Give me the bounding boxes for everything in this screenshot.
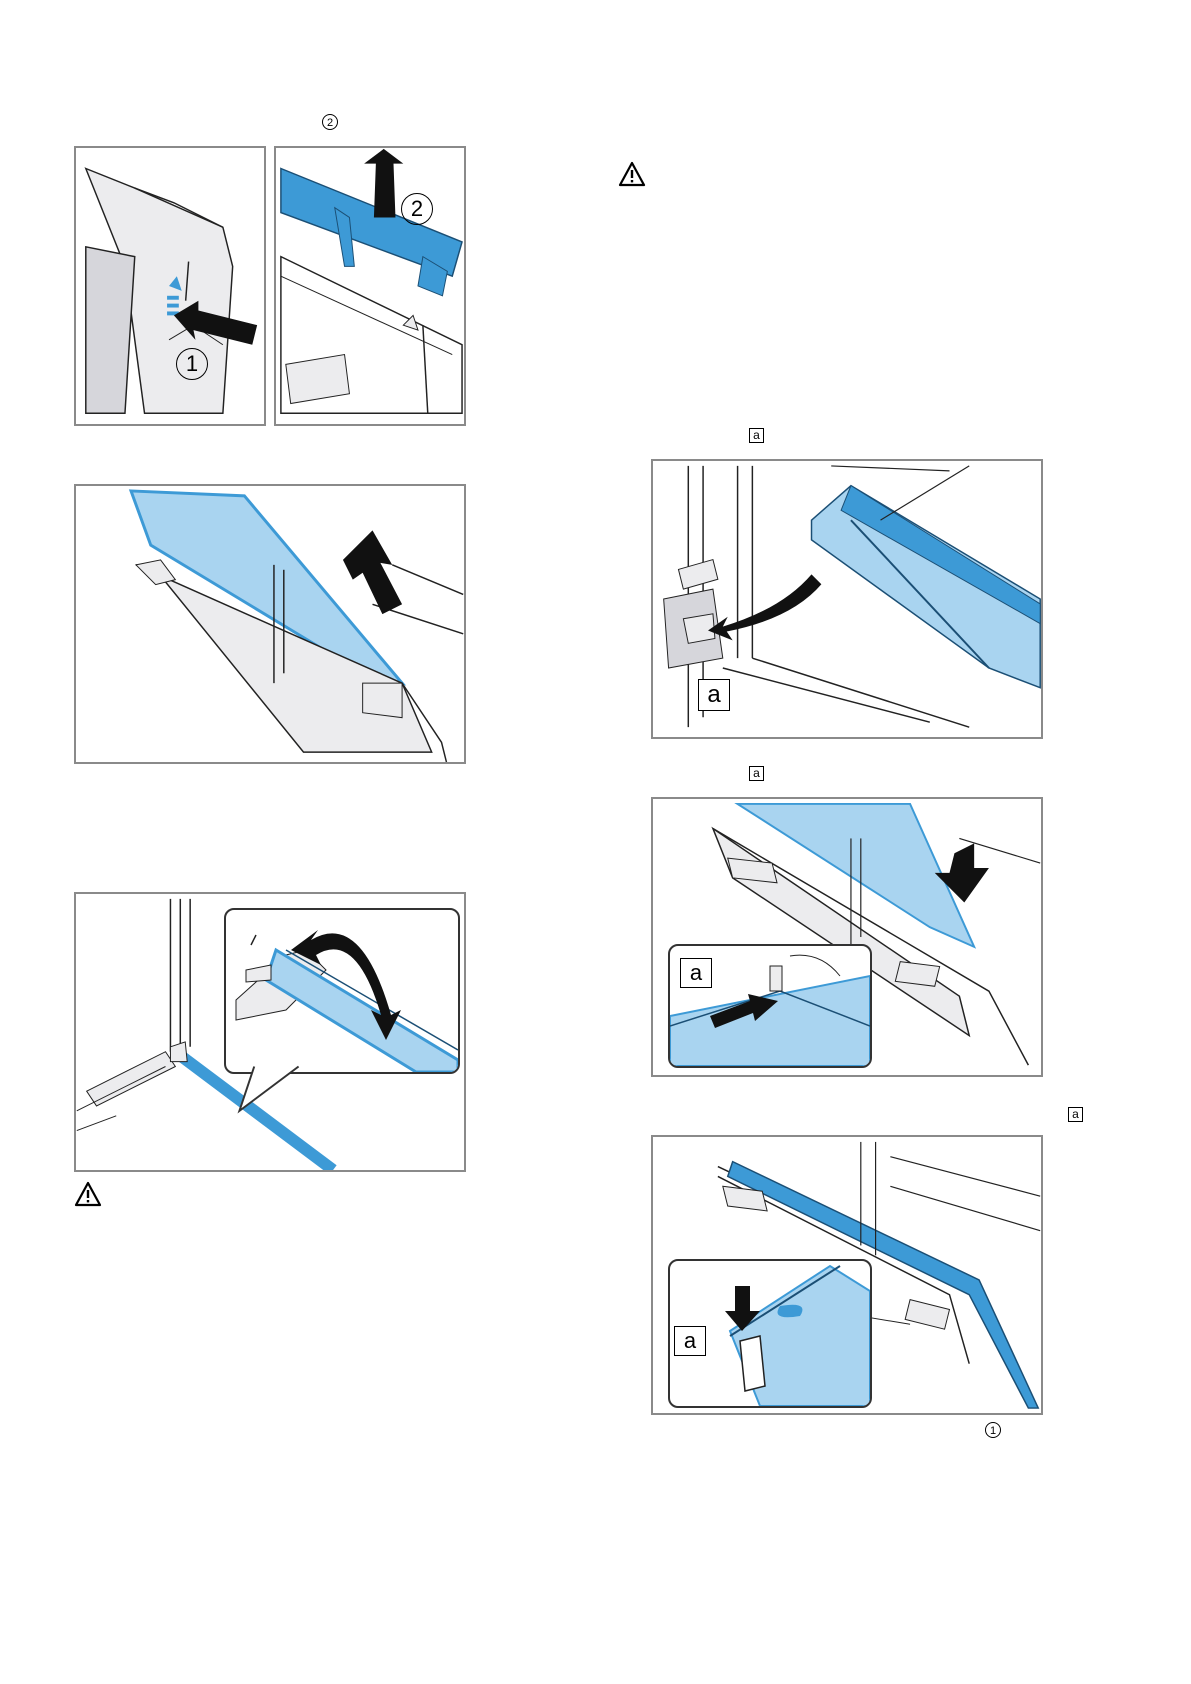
figure-lift-cover: 2 bbox=[274, 146, 466, 426]
figure-remove-glass-pane bbox=[74, 484, 466, 764]
step-one-reference: 1 bbox=[985, 1422, 1001, 1438]
warning-icon bbox=[74, 1181, 102, 1207]
label-a-marker: a bbox=[749, 766, 764, 781]
figure-fold-seal bbox=[74, 892, 466, 1172]
label-a-marker: a bbox=[1068, 1107, 1083, 1122]
figure-callout-a: a bbox=[698, 679, 730, 711]
figure-insert-seal-strip: a bbox=[651, 459, 1043, 739]
figure-inset: a bbox=[668, 1259, 872, 1408]
figure-press-release-button: 1 bbox=[74, 146, 266, 426]
figure-clip-glass-pane: a bbox=[651, 1135, 1043, 1415]
illustration-lift-cover bbox=[276, 148, 464, 424]
label-a-marker: a bbox=[749, 428, 764, 443]
figure-step-two-circle: 2 bbox=[401, 193, 433, 225]
figure-inset bbox=[224, 908, 460, 1074]
step-two-reference: 2 bbox=[322, 114, 338, 130]
figure-insert-glass-pane: a bbox=[651, 797, 1043, 1077]
figure-callout-a: a bbox=[680, 958, 712, 988]
illustration-release-button bbox=[76, 148, 264, 424]
figure-inset: a bbox=[668, 944, 872, 1068]
warning-icon bbox=[618, 161, 646, 187]
illustration-glass-pane bbox=[76, 486, 464, 762]
figure-step-one-circle: 1 bbox=[176, 348, 208, 380]
figure-callout-a: a bbox=[674, 1326, 706, 1356]
